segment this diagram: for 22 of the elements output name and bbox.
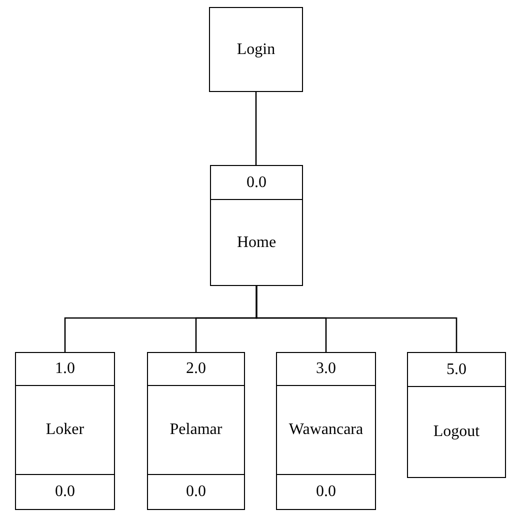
module-number: 0.0	[316, 483, 336, 501]
module-number: 0.0	[246, 174, 266, 192]
module-name: Login	[236, 40, 276, 58]
module-name: Home	[236, 234, 276, 252]
module-name: Logout	[433, 423, 480, 441]
module-box	[407, 352, 506, 478]
module-number: 2.0	[186, 360, 206, 378]
module-box	[210, 165, 303, 286]
module-box	[147, 352, 245, 510]
module-number: 1.0	[55, 360, 75, 378]
module-name: Pelamar	[170, 421, 222, 439]
module-number: 0.0	[186, 483, 206, 501]
module-box	[209, 7, 303, 92]
module-number: 0.0	[55, 483, 75, 501]
module-box	[276, 352, 376, 510]
connector-line	[255, 92, 257, 165]
module-name: Wawancara	[288, 421, 364, 439]
module-number: 5.0	[446, 360, 466, 378]
connector-line	[256, 286, 458, 352]
module-number: 3.0	[316, 360, 336, 378]
module-box	[15, 352, 115, 510]
module-name: Loker	[46, 421, 84, 439]
